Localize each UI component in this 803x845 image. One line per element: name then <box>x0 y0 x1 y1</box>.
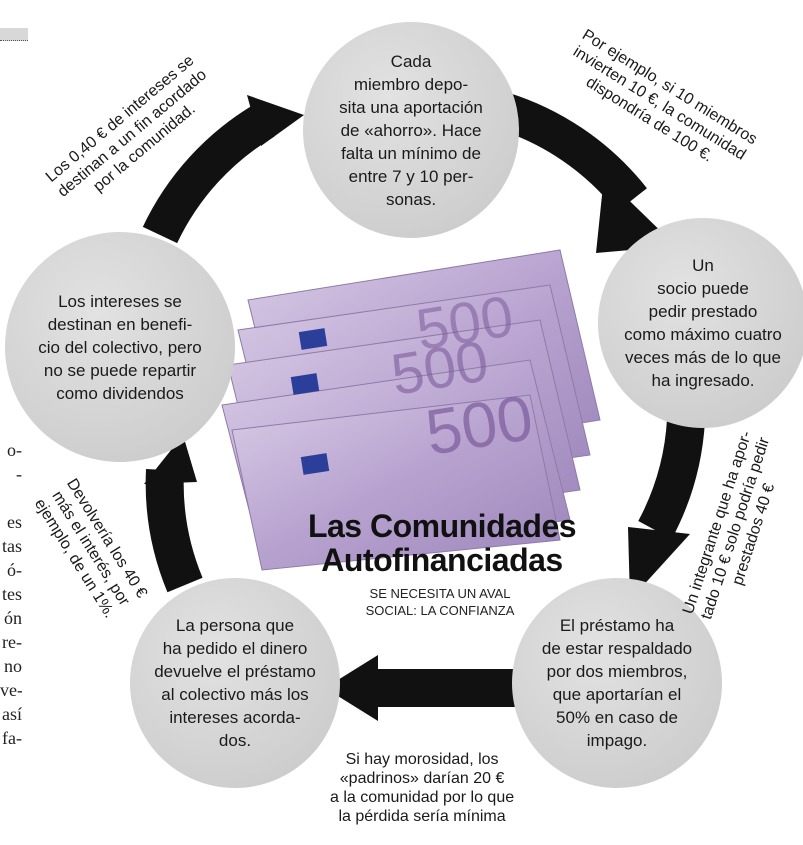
arrow-head-4 <box>144 435 197 484</box>
step-loan-request: Un socio puede pedir prestado como máxim… <box>598 218 803 428</box>
step-contribution: Cada miembro depo- sita una aportación d… <box>303 22 519 238</box>
adjacent-article-text: o- - es tas ó- tes ón re- no ve- así fa- <box>0 440 22 748</box>
eu-flag <box>300 453 330 475</box>
banknote-value: 500 <box>412 284 518 363</box>
banknote-value: 500 <box>387 329 493 408</box>
banknote <box>231 394 561 571</box>
step-interest-use-text: Los intereses se destinan en benefi- cio… <box>38 291 202 403</box>
step-repayment: La persona que ha pedido el dinero devue… <box>130 578 340 788</box>
step-guarantors: El préstamo ha de estar respaldado por d… <box>512 578 722 788</box>
column-rule <box>0 28 28 41</box>
arrow-segment-2 <box>638 418 705 539</box>
eu-flag <box>298 328 328 350</box>
step-repayment-text: La persona que ha pedido el dinero devue… <box>154 616 316 750</box>
arrow-segment-5 <box>142 103 275 244</box>
step-interest-use: Los intereses se destinan en benefi- cio… <box>5 232 235 462</box>
step-contribution-text: Cada miembro depo- sita una aportación d… <box>339 51 483 209</box>
arrow-head-3 <box>325 655 378 721</box>
banknote-stack: 500 500 500 <box>221 249 601 571</box>
step-loan-request-text: Un socio puede pedir prestado como máxim… <box>624 256 782 390</box>
eu-flag <box>290 373 320 395</box>
arrow-head-5 <box>247 95 304 146</box>
infographic-subtitle: SE NECESITA UN AVAL SOCIAL: LA CONFIANZA <box>365 586 515 618</box>
note-default-case: Si hay morosidad, los «padrinos» darían … <box>330 751 515 825</box>
step-guarantors-text: El préstamo ha de estar respaldado por d… <box>541 616 693 750</box>
banknote-value: 500 <box>421 381 538 469</box>
infographic-title: Las Comunidades Autofinanciadas <box>307 508 577 578</box>
